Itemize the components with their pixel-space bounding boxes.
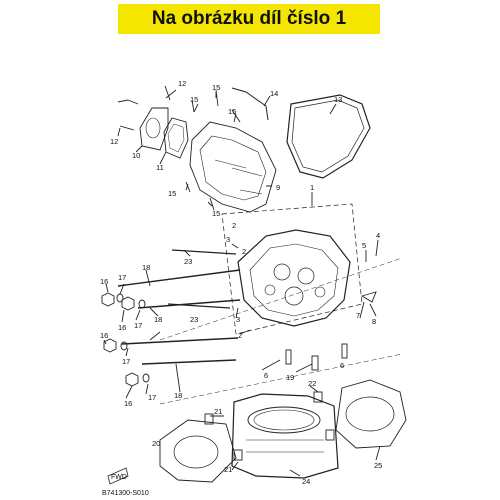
base-gasket bbox=[159, 419, 237, 483]
callout-18c: 18 bbox=[174, 391, 182, 400]
callout-16d: 16 bbox=[124, 399, 132, 408]
callout-6b: 6 bbox=[340, 361, 344, 370]
callout-17a: 17 bbox=[118, 273, 126, 282]
callout-16b: 16 bbox=[118, 323, 126, 332]
callout-15d: 15 bbox=[168, 189, 176, 198]
callout-18a: 18 bbox=[142, 263, 150, 272]
callout-18b: 18 bbox=[154, 315, 162, 324]
callout-21b: 21 bbox=[224, 465, 232, 474]
cover-gasket bbox=[286, 94, 371, 179]
callout-23b: 23 bbox=[190, 315, 198, 324]
callout-22: 22 bbox=[308, 379, 316, 388]
callout-1: 1 bbox=[310, 183, 314, 192]
cylinder-block bbox=[231, 393, 339, 479]
callout-19: 19 bbox=[286, 373, 294, 382]
callout-2c: 2 bbox=[238, 331, 242, 340]
callout-23a: 23 bbox=[184, 257, 192, 266]
callout-17b: 17 bbox=[134, 321, 142, 330]
head-gasket bbox=[335, 379, 407, 449]
callout-15b: 15 bbox=[212, 83, 220, 92]
callout-14: 14 bbox=[270, 89, 278, 98]
callout-17c: 17 bbox=[122, 357, 130, 366]
callout-11: 11 bbox=[156, 163, 164, 172]
callout-13: 13 bbox=[334, 95, 342, 104]
callout-8: 8 bbox=[372, 317, 376, 326]
fwd-text: FWD bbox=[111, 474, 127, 481]
callout-12b: 12 bbox=[110, 137, 118, 146]
callout-16c: 16 bbox=[100, 331, 108, 340]
callout-9: 9 bbox=[276, 183, 280, 192]
fwd-arrow-icon: FWD bbox=[107, 467, 129, 485]
callout-2a: 2 bbox=[232, 221, 236, 230]
cylinder-head-cover bbox=[189, 121, 277, 213]
cylinder-head bbox=[237, 229, 351, 327]
callout-10: 10 bbox=[132, 151, 140, 160]
callout-3b: 3 bbox=[236, 315, 240, 324]
callout-3a: 3 bbox=[226, 235, 230, 244]
cover-plate bbox=[139, 107, 169, 151]
callout-12a: 12 bbox=[178, 79, 186, 88]
callout-15c: 15 bbox=[228, 107, 236, 116]
callout-21a: 21 bbox=[214, 407, 222, 416]
callout-6a: 6 bbox=[264, 371, 268, 380]
callout-24: 24 bbox=[302, 477, 310, 486]
callout-15a: 15 bbox=[190, 95, 198, 104]
callout-4: 4 bbox=[376, 231, 380, 240]
banner-text: Na obrázku díl číslo 1 bbox=[151, 8, 347, 29]
callout-20: 20 bbox=[152, 439, 160, 448]
callout-2b: 2 bbox=[242, 247, 246, 256]
callout-15e: 15 bbox=[212, 209, 220, 218]
figure-code: B741300-S010 bbox=[102, 490, 149, 497]
callout-16a: 16 bbox=[100, 277, 108, 286]
callout-5: 5 bbox=[362, 241, 366, 250]
title-banner: Na obrázku díl číslo 1 bbox=[118, 4, 380, 34]
callout-25: 25 bbox=[374, 461, 382, 470]
callout-7: 7 bbox=[356, 311, 360, 320]
callout-17d: 17 bbox=[148, 393, 156, 402]
